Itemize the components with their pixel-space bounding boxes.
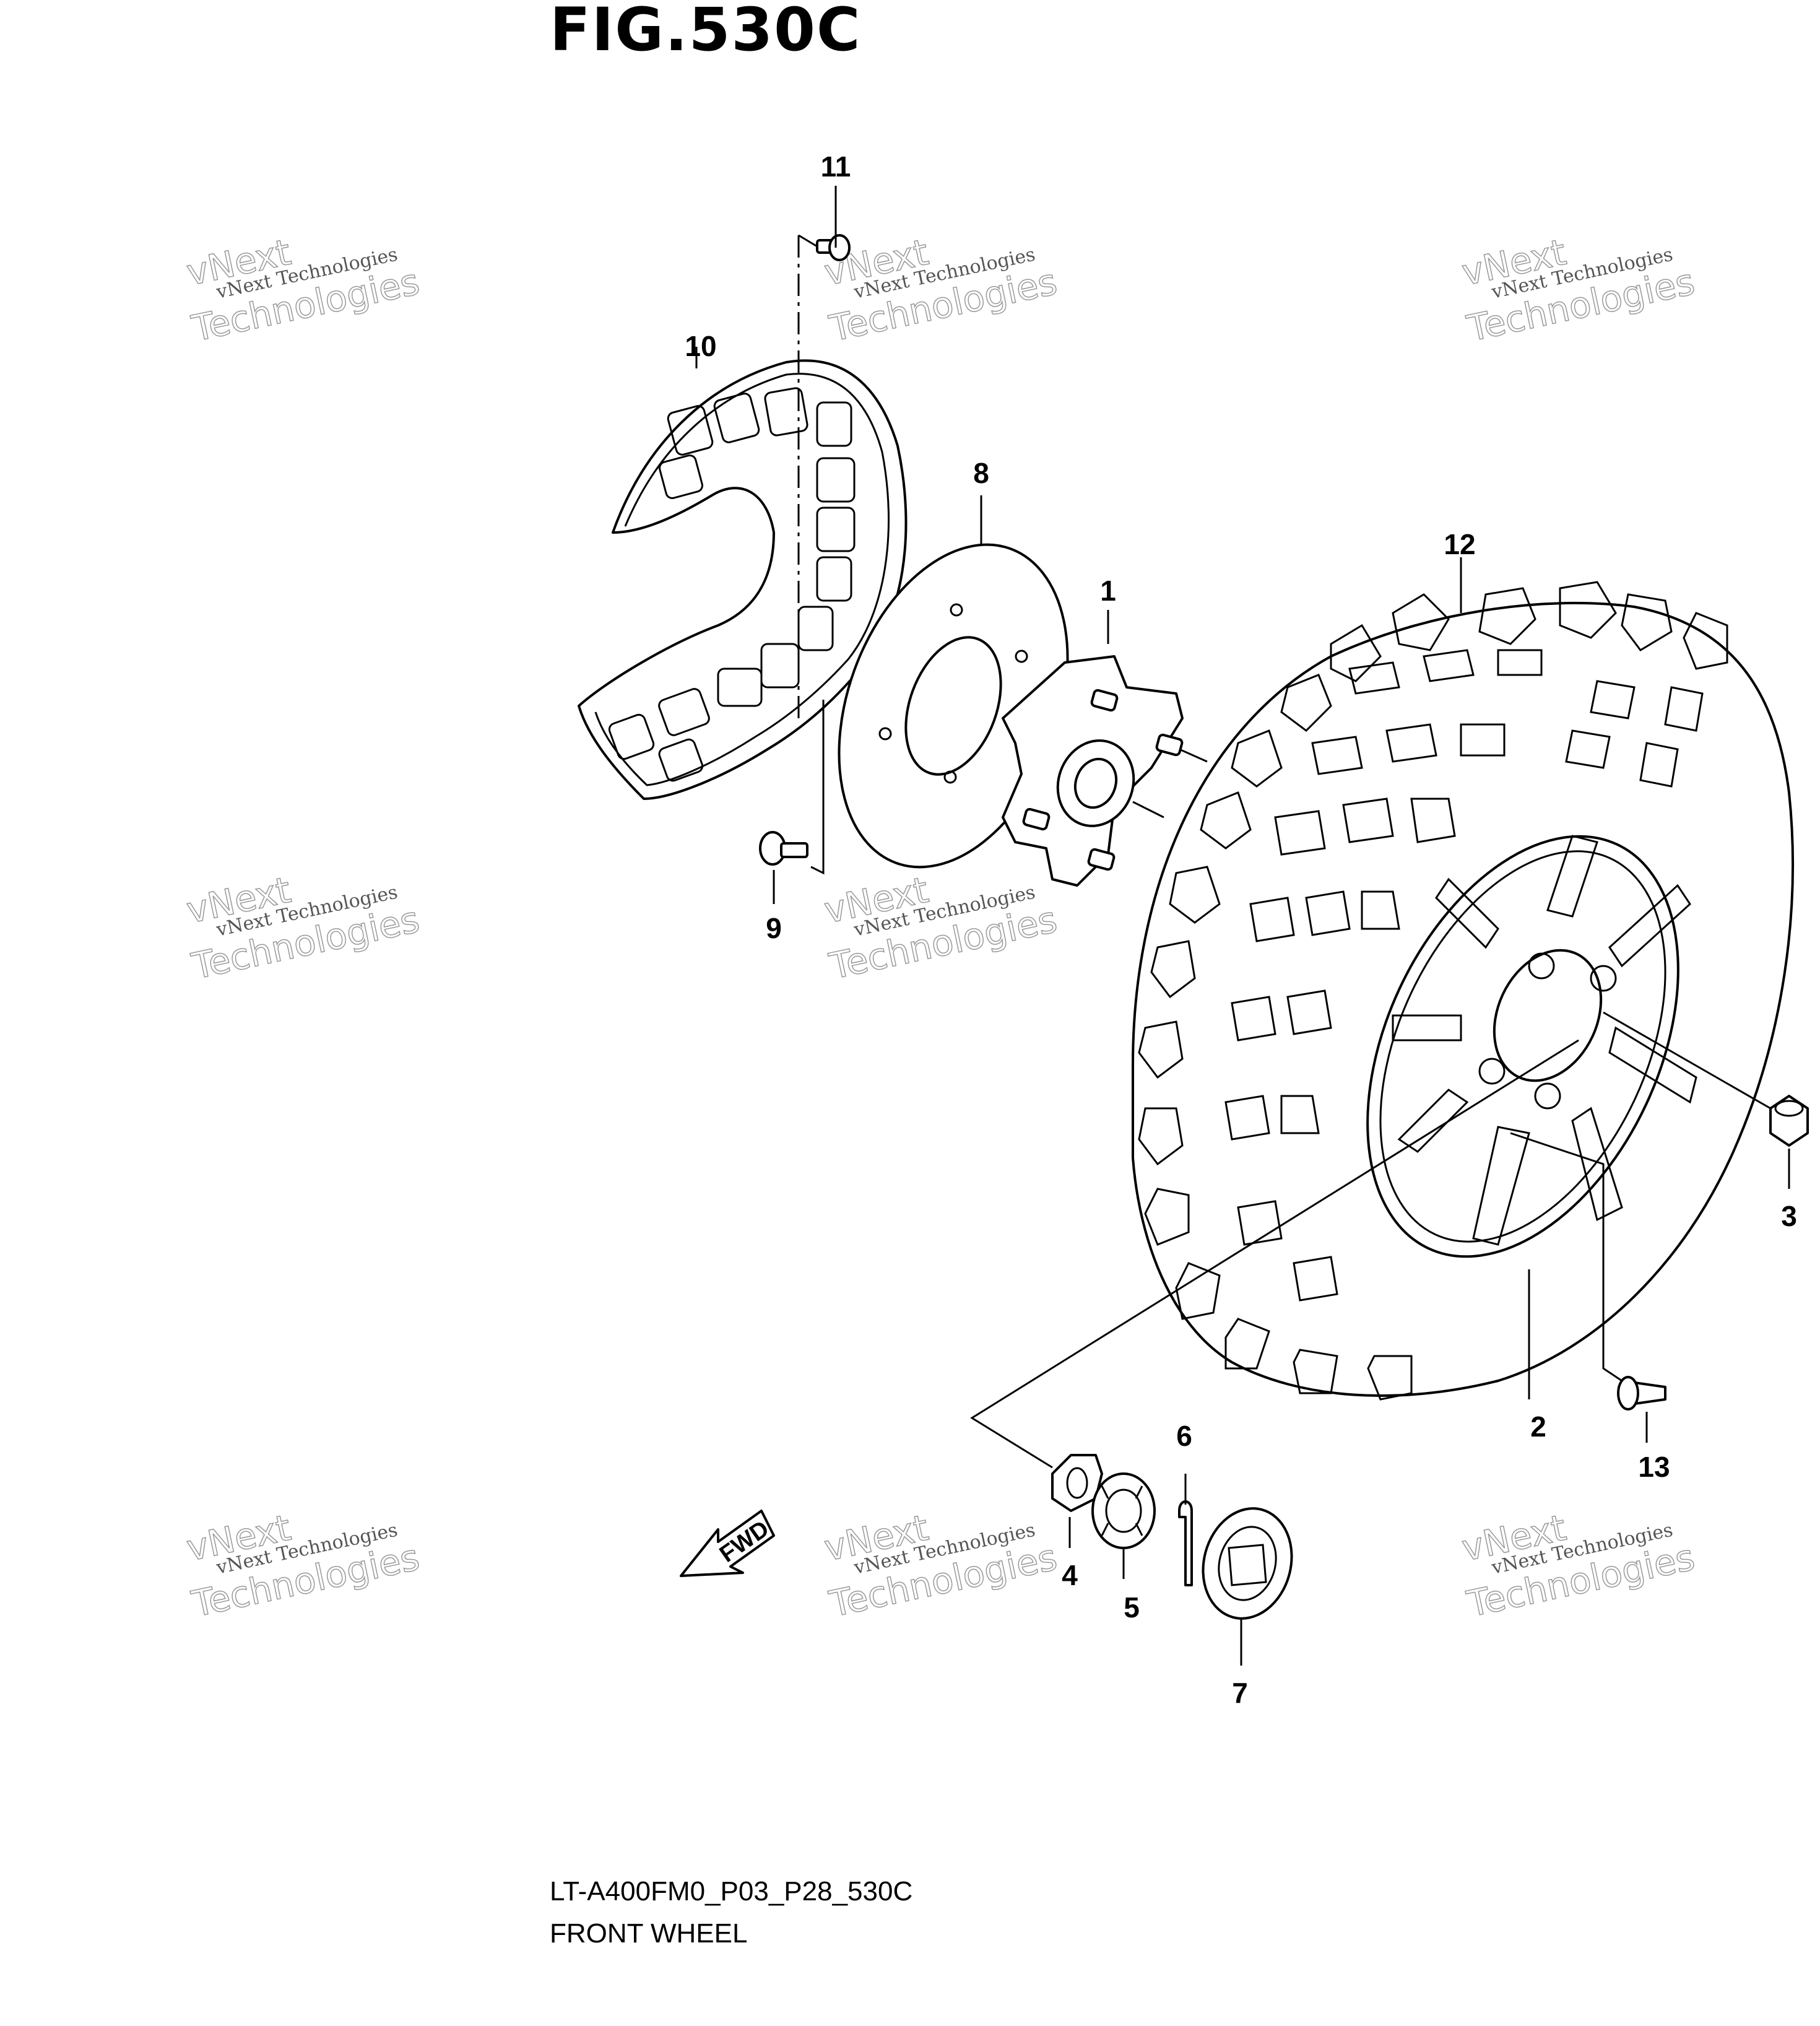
callout-12: 12 (1444, 528, 1475, 560)
callout-3: 3 (1781, 1200, 1797, 1232)
watermark-tile: vNext vNext Technologies Technologies (183, 868, 423, 988)
watermark-tile: vNext vNext Technologies Technologies (183, 1506, 423, 1626)
wheel-hub (1002, 655, 1184, 887)
brake-disc (838, 543, 1069, 869)
callout-1: 1 (1100, 575, 1116, 607)
leader-lines (695, 186, 1790, 1666)
callout-2: 2 (1530, 1411, 1546, 1443)
disc-guard-plate (578, 359, 908, 800)
rim-spokes (1392, 835, 1697, 1246)
callout-8: 8 (973, 457, 989, 489)
wheel-rim (1366, 835, 1697, 1258)
callout-labels: 1 2 3 4 5 6 7 8 9 10 11 12 13 (685, 150, 1796, 1709)
hub-cap (1202, 1507, 1293, 1620)
callout-4: 4 (1062, 1559, 1078, 1591)
watermark-tile: vNext vNext Technologies Technologies (820, 1506, 1061, 1626)
watermark-tile: vNext vNext Technologies Technologies (183, 230, 423, 350)
guard-bolt (759, 831, 808, 866)
hub-washer (1051, 1454, 1103, 1512)
cotter-pin (1178, 1500, 1193, 1586)
figure-title: FIG.530C (550, 0, 862, 64)
callout-11: 11 (821, 150, 851, 183)
guard-screw (816, 234, 851, 261)
watermark-tile: vNext vNext Technologies Technologies (1458, 1506, 1699, 1626)
callout-5: 5 (1124, 1591, 1140, 1624)
tire-valve (1617, 1376, 1666, 1411)
callout-7: 7 (1232, 1677, 1248, 1709)
guard-vent-slots (608, 387, 856, 782)
diagram-caption: FRONT WHEEL (550, 1918, 748, 1949)
forward-direction-arrow: FWD (680, 1510, 775, 1577)
tire-tread-blocks (1138, 581, 1728, 1401)
watermark-tile: vNext vNext Technologies Technologies (1458, 230, 1699, 350)
wheel-nut (1769, 1095, 1809, 1147)
diagram-reference-code: LT-A400FM0_P03_P28_530C (550, 1876, 913, 1906)
watermark-tile: vNext vNext Technologies Technologies (820, 230, 1061, 350)
callout-13: 13 (1638, 1451, 1670, 1483)
callout-9: 9 (766, 912, 782, 944)
castle-nut (1091, 1472, 1156, 1549)
callout-10: 10 (685, 330, 716, 362)
callout-6: 6 (1176, 1420, 1192, 1452)
wheel-studs (1022, 689, 1184, 871)
